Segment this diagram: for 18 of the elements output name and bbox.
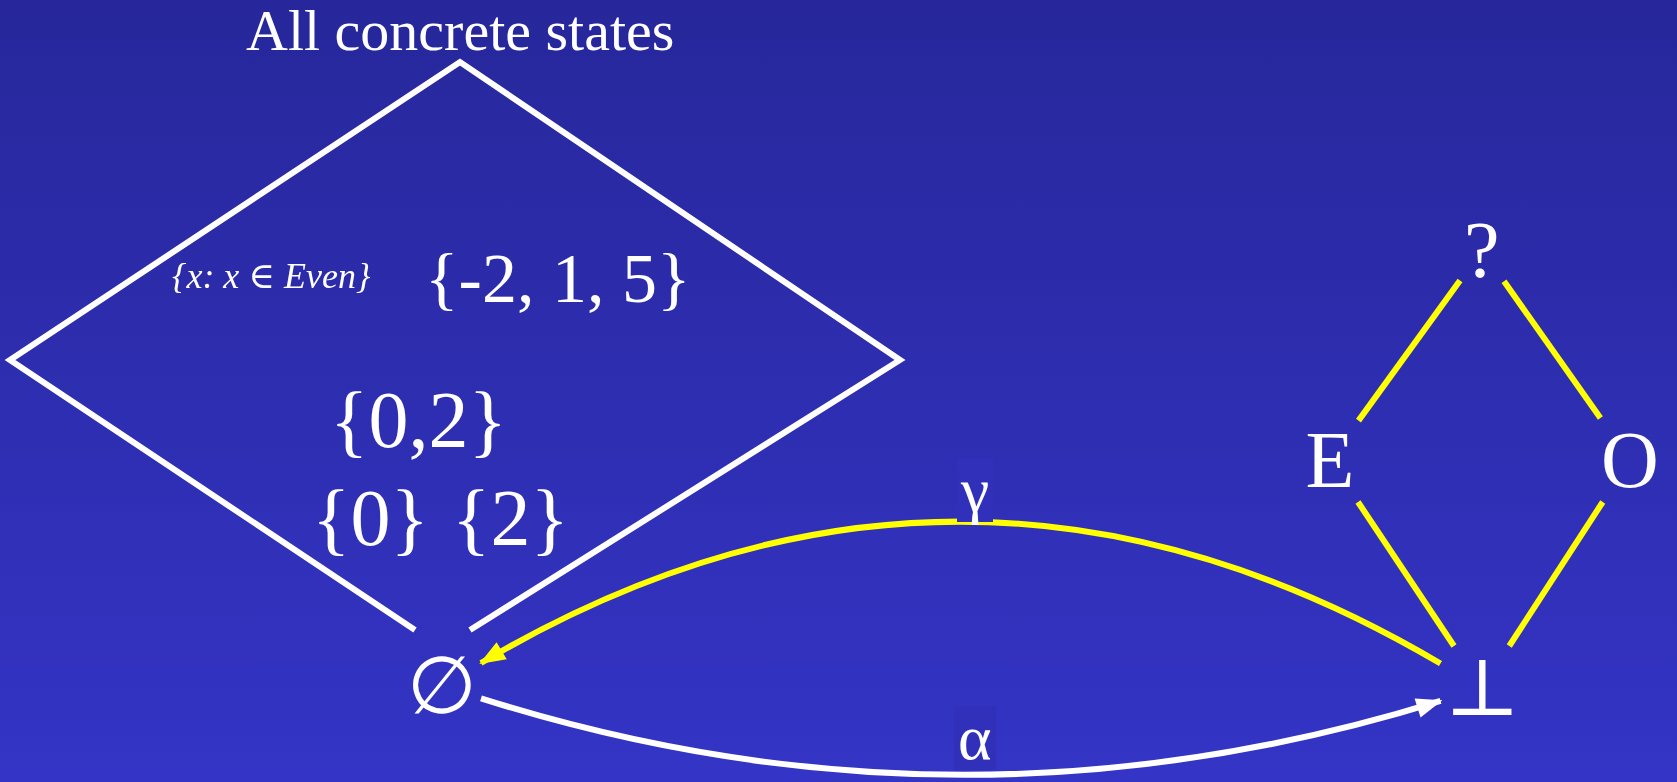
title: All concrete states	[246, 2, 675, 60]
lattice-element-label: ∅	[403, 644, 481, 728]
set-label: {x: x ∈ Even}	[172, 258, 371, 294]
arrow	[479, 518, 1442, 667]
lattice-element-label: ⊥	[1440, 646, 1524, 730]
connector-line	[1355, 500, 1457, 648]
set-label: {0}	[312, 478, 429, 558]
set-label: {-2, 1, 5}	[425, 244, 691, 314]
connector-line	[1356, 278, 1463, 423]
lattice-element-label: ?	[1460, 208, 1504, 292]
connector-line	[1501, 279, 1603, 420]
connector-line	[1506, 500, 1606, 648]
set-label: {2}	[452, 478, 569, 558]
arrow	[480, 695, 1443, 778]
lattice-element-label: E	[1301, 418, 1359, 502]
set-label: {0,2}	[330, 380, 507, 460]
lattice-element-label: O	[1597, 418, 1663, 502]
edge-label: α	[954, 706, 996, 770]
